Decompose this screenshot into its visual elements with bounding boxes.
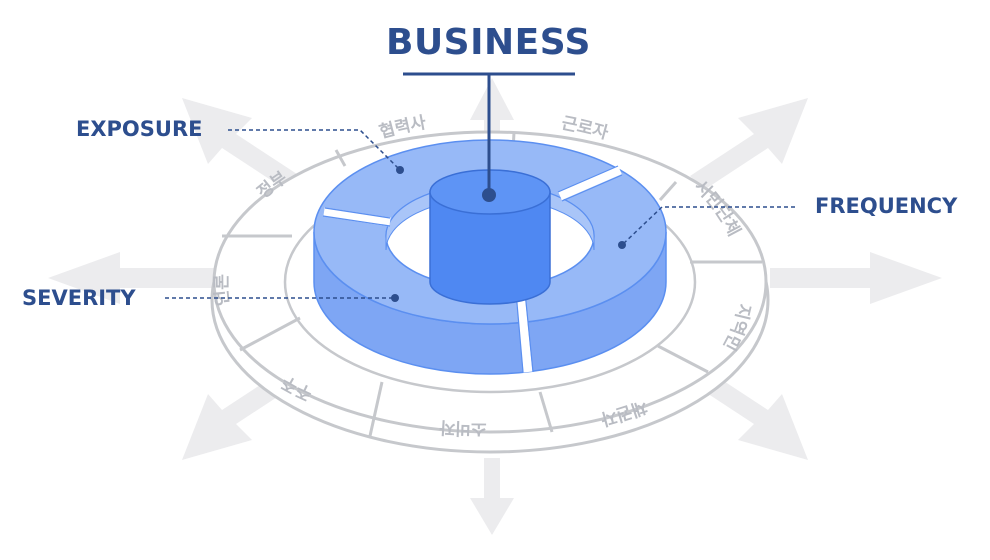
business-label: BUSINESS (386, 22, 591, 63)
arrow-down-icon (470, 458, 514, 535)
direction-arrows (48, 78, 942, 535)
severity-label: SEVERITY (22, 286, 136, 310)
arrow-up-left-icon (182, 98, 300, 190)
label-connectors (165, 72, 795, 302)
business-dot (482, 188, 496, 202)
frequency-label: FREQUENCY (815, 194, 958, 218)
frequency-connector (621, 206, 795, 246)
exposure-dot (396, 166, 404, 174)
risk-ring-gap-edges (322, 165, 623, 373)
arrow-down-right-icon (690, 368, 808, 460)
risk-ring-gaps (323, 165, 622, 373)
arrow-up-right-icon (690, 98, 808, 190)
severity-dot (391, 294, 399, 302)
exposure-label: EXPOSURE (76, 117, 203, 141)
cylinder-body (429, 191, 551, 305)
arrow-up-icon (470, 78, 514, 152)
segment-label: 소비자 (439, 417, 487, 439)
frequency-dot (618, 241, 626, 249)
exposure-connector (228, 129, 401, 171)
arrow-right-icon (770, 252, 942, 304)
arrow-left-icon (48, 252, 220, 304)
